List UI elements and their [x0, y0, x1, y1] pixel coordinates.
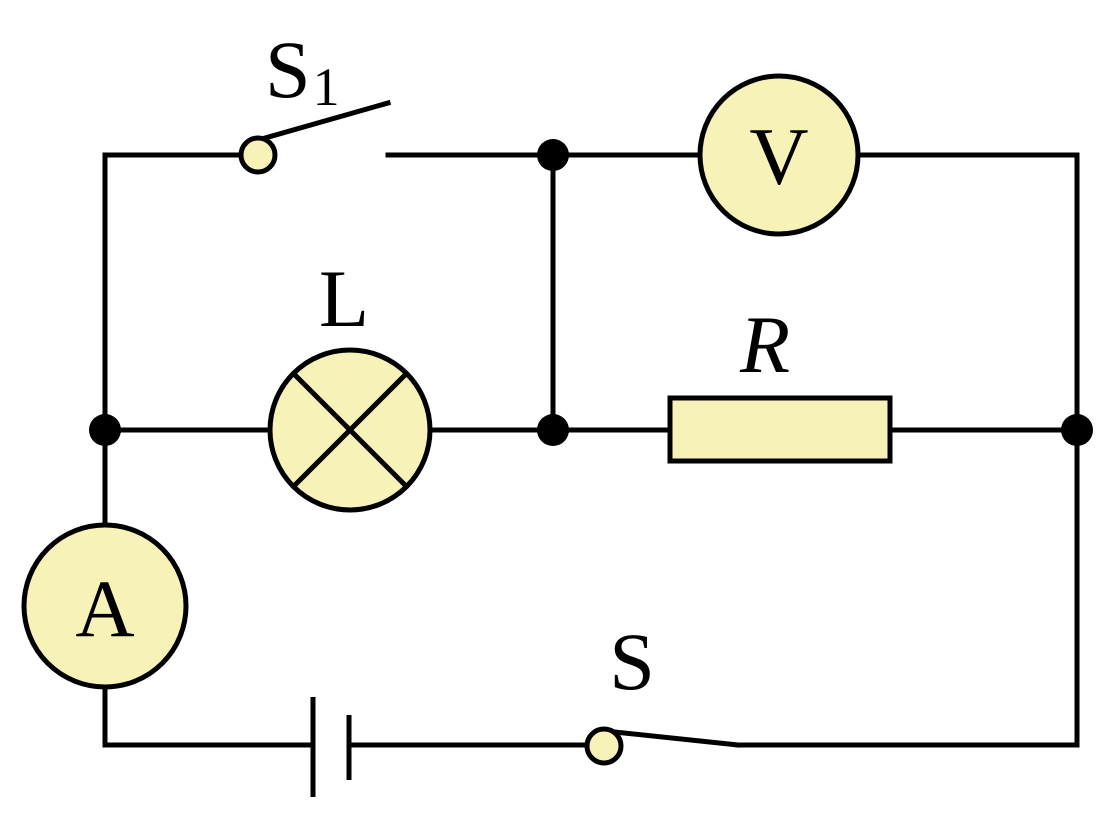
switch-s1-subscript: 1 [313, 57, 340, 117]
lamp-cross-2 [292, 372, 408, 488]
switch-s-label: S [609, 616, 655, 707]
junction-top-middle [537, 139, 569, 171]
resistor-label: R [739, 299, 790, 390]
ammeter-label: A [75, 563, 134, 654]
ammeter-body [21, 522, 189, 690]
switch-s-pivot [584, 726, 624, 766]
switch-s1-blade [254, 99, 392, 144]
switch-s-blade [602, 728, 741, 748]
battery [310, 697, 352, 797]
ammeter: A [21, 522, 189, 690]
junction-right-middle [1061, 414, 1093, 446]
switch-s1[interactable] [238, 99, 392, 175]
junctions [89, 139, 1093, 446]
resistor [667, 395, 893, 464]
switch-s1-label: S1 [265, 24, 340, 117]
voltmeter-body [697, 73, 861, 237]
switch-s[interactable] [584, 726, 741, 766]
junction-center [537, 414, 569, 446]
voltmeter: V [697, 73, 861, 237]
voltmeter-label: V [749, 111, 808, 202]
wires [102, 152, 1080, 748]
junction-left-middle [89, 414, 121, 446]
lamp [267, 347, 433, 513]
switch-s1-pivot [238, 135, 278, 175]
lamp-label: L [319, 253, 369, 344]
